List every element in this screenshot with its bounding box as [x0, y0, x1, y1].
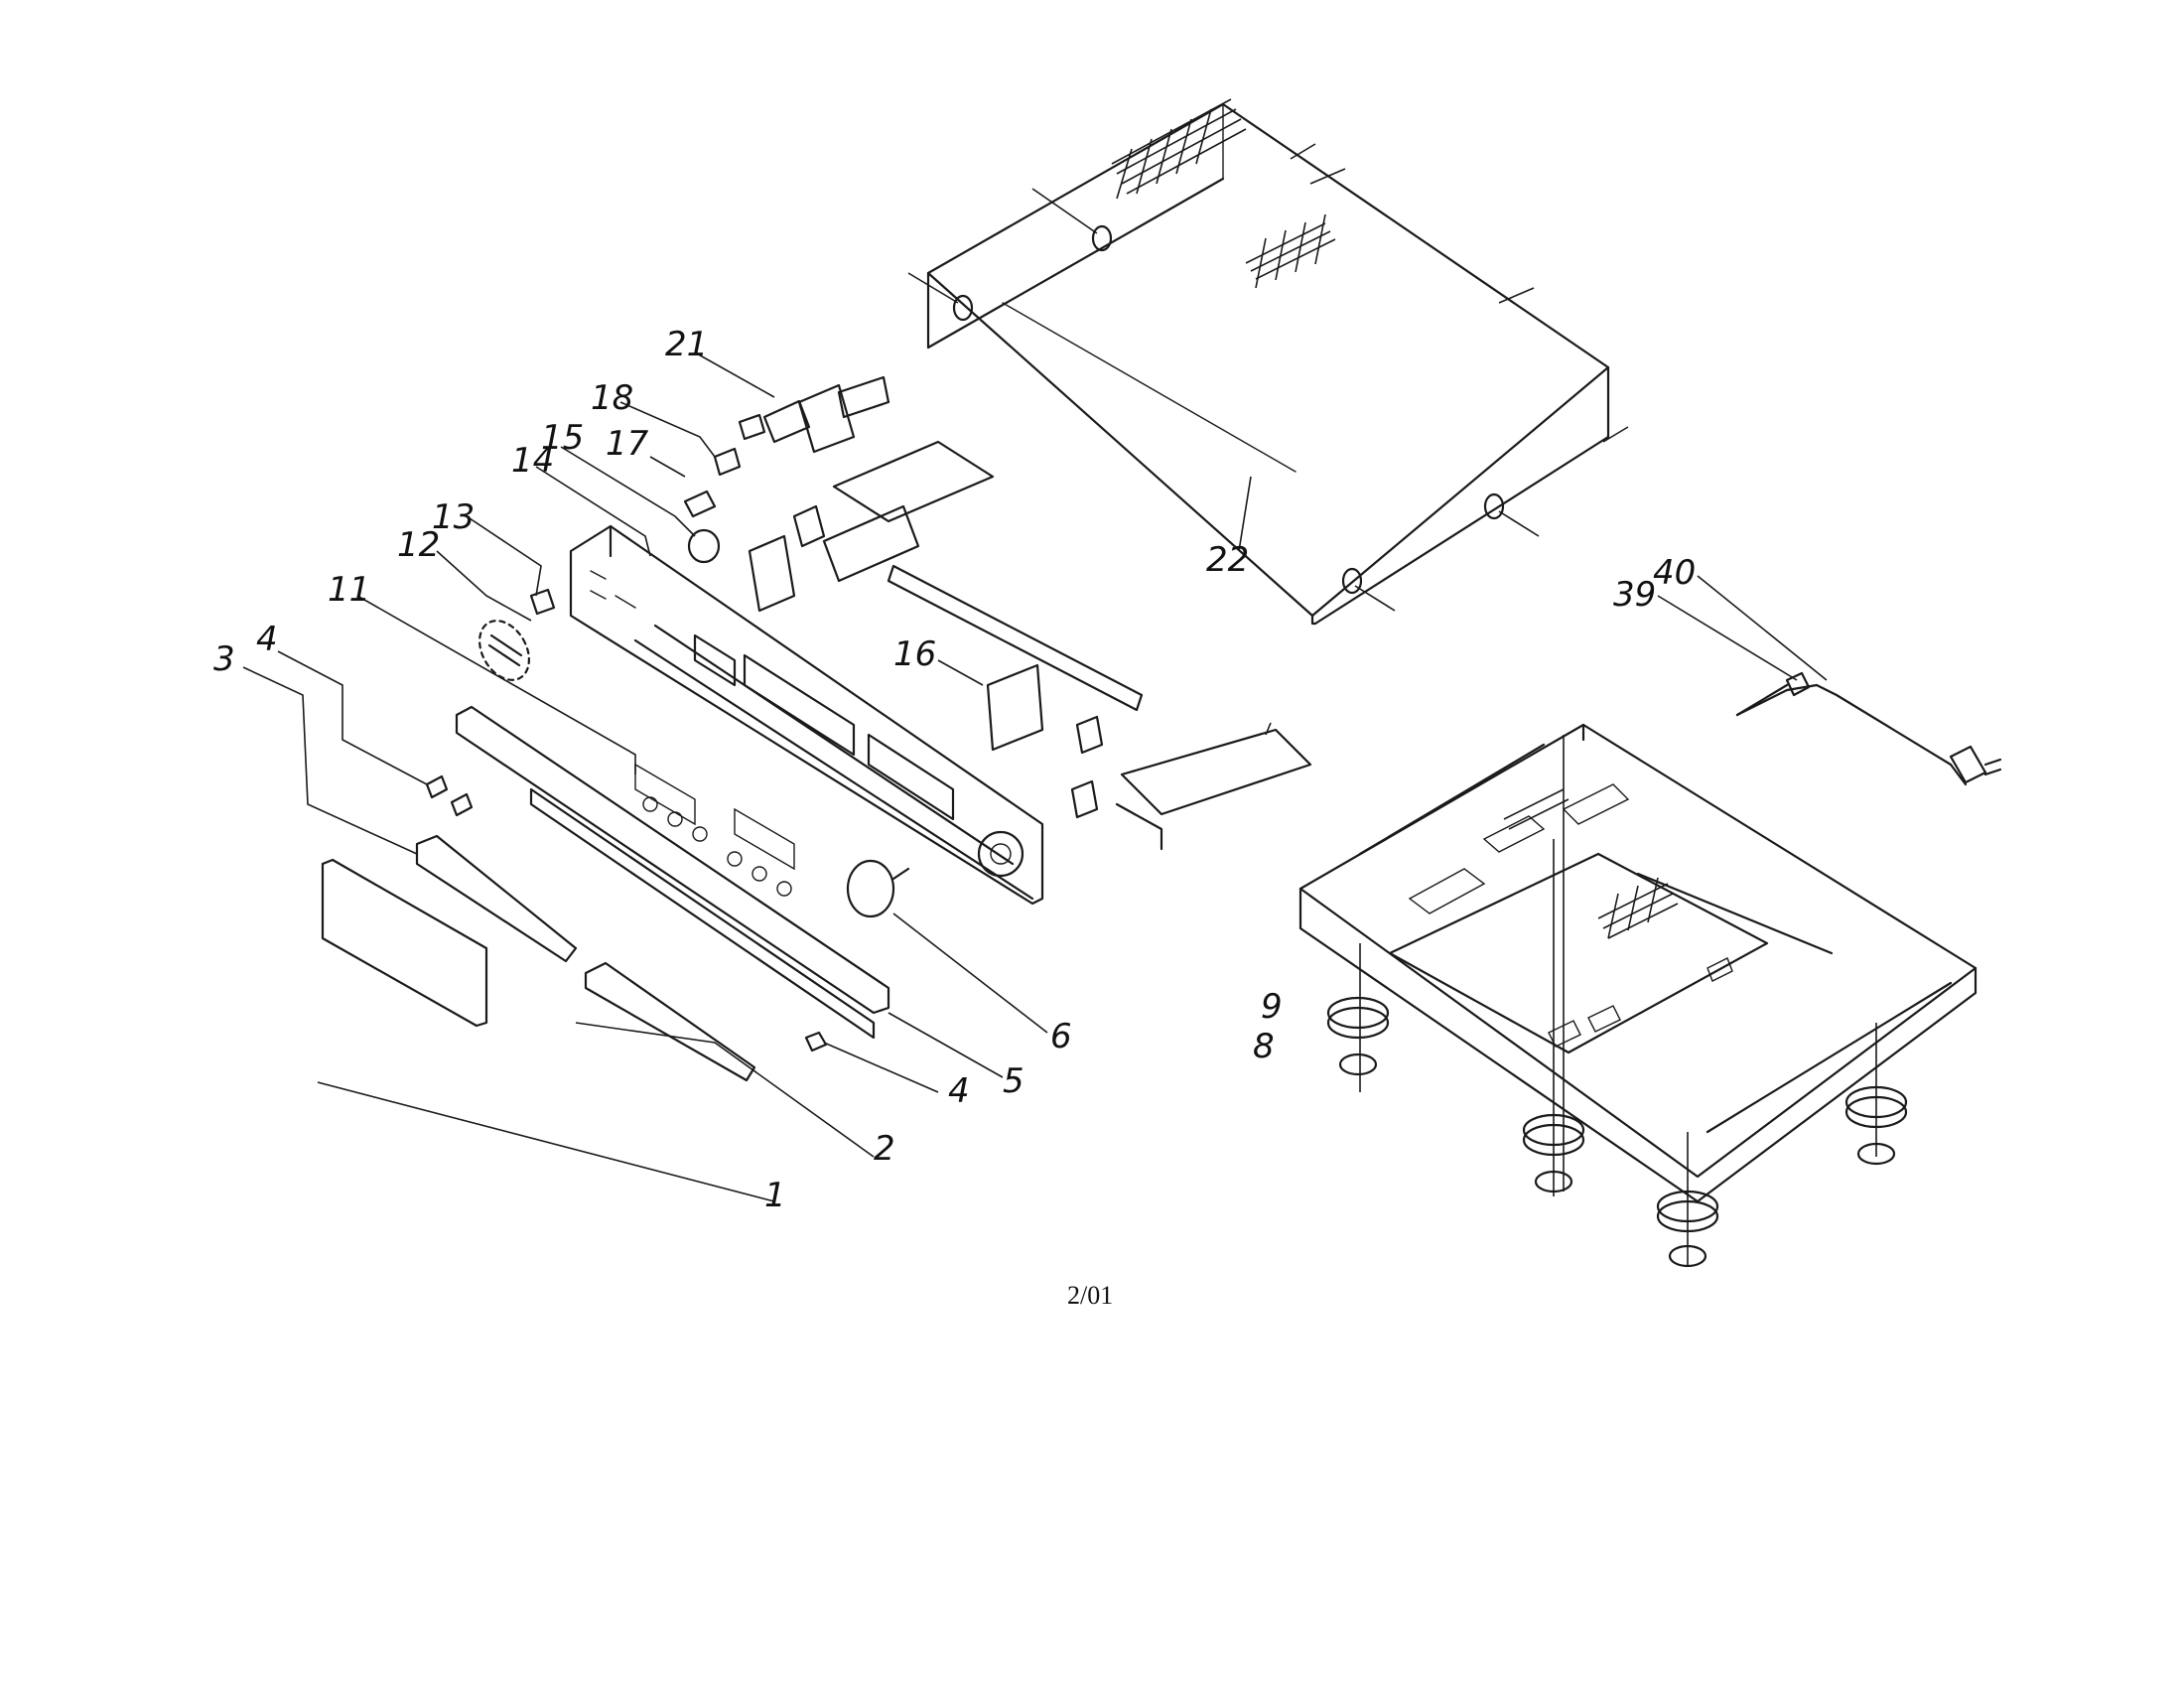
- callout-8: 8: [1253, 1027, 1275, 1066]
- power-cord: [1735, 671, 2002, 786]
- callout-21: 21: [665, 325, 708, 364]
- small-brackets: [425, 588, 828, 1052]
- callout-17: 17: [606, 424, 649, 464]
- feet: [1326, 996, 1908, 1268]
- callout-13: 13: [432, 497, 475, 537]
- bottom-chassis: [1298, 723, 1978, 1266]
- callout-6: 6: [1050, 1017, 1072, 1056]
- callout-leaders: [242, 351, 1828, 1202]
- callout-4a: 4: [256, 620, 278, 659]
- callout-16: 16: [893, 634, 936, 674]
- callout-15: 15: [541, 418, 584, 458]
- callout-3: 3: [213, 639, 235, 679]
- internal-assemblies: [683, 375, 1312, 851]
- callout-12: 12: [397, 525, 440, 565]
- callout-5: 5: [1003, 1061, 1024, 1101]
- top-cover: [907, 98, 1629, 626]
- door-panels: [321, 834, 756, 1082]
- callout-40: 40: [1653, 553, 1696, 593]
- front-panel-chassis: [569, 524, 1044, 906]
- callout-11: 11: [328, 570, 370, 610]
- callout-4b: 4: [948, 1071, 970, 1111]
- volume-knob: [846, 859, 910, 918]
- page-code: 2/01: [1067, 1281, 1114, 1310]
- callout-18: 18: [591, 378, 633, 418]
- callout-9: 9: [1261, 987, 1283, 1027]
- callout-14: 14: [511, 441, 554, 481]
- callout-2: 2: [874, 1129, 895, 1169]
- callout-1: 1: [764, 1176, 786, 1215]
- button-sub-panel: [455, 705, 890, 1040]
- callout-39: 39: [1613, 575, 1656, 615]
- callout-22: 22: [1206, 540, 1249, 580]
- callout-labels: 1 2 3 4 4 5 6 8 9 11 12 13 14 15 16 17 1…: [213, 325, 1696, 1215]
